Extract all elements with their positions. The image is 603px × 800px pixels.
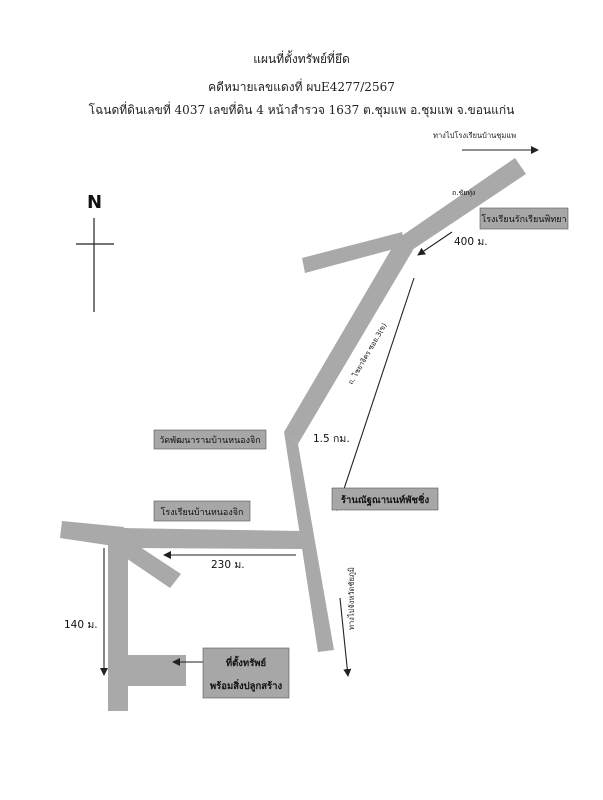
road-chai-thung-label: ถ.ชัยทุ่ง bbox=[452, 189, 475, 197]
road-main-south bbox=[284, 432, 334, 652]
distance-400-label: 400 ม. bbox=[454, 236, 488, 248]
direction-to-chaiyaphum-arrow bbox=[339, 597, 352, 677]
deed-details: โฉนดที่ดินเลขที่ 4037 เลขที่ดิน 4 หน้าสำ… bbox=[88, 103, 515, 117]
property-label-line2: พร้อมสิ่งปลูกสร้าง bbox=[210, 678, 283, 693]
landmark-shop-label: ร้านณัฐณานนท์พัชชิ่ง bbox=[341, 492, 430, 506]
case-number: คดีหมายเลขแดงที่ ผบE4277/2567 bbox=[208, 80, 395, 94]
road-branch-northwest bbox=[302, 232, 405, 273]
road-west-vertical bbox=[108, 528, 128, 711]
landmark-shop-box bbox=[331, 487, 439, 511]
landmark-school-nong-chik-box bbox=[153, 500, 251, 522]
direction-to-chaiyaphum-label: ทางไปจังหวัดชัยภูมิ bbox=[347, 567, 356, 630]
road-chai-chit-lane bbox=[284, 236, 413, 444]
distance-230-label: 230 ม. bbox=[211, 559, 245, 571]
road-network bbox=[60, 158, 526, 711]
north-compass: N bbox=[76, 192, 114, 312]
distance-1-5km-label: 1.5 กม. bbox=[313, 433, 350, 445]
road-west-horizontal bbox=[120, 528, 304, 549]
road-southwest-spur bbox=[117, 537, 181, 588]
road-chai-thung-upper bbox=[400, 158, 526, 250]
property-label-box bbox=[202, 647, 290, 699]
property-label-line1: ที่ตั้งทรัพย์ bbox=[226, 655, 266, 669]
distance-1-5km-arrow bbox=[335, 277, 415, 511]
landmark-wat-nong-chik-label: วัดพัฒนารามบ้านหนองจิก bbox=[159, 435, 261, 446]
landmark-school-rak-rian-label: โรงเรียนรักเรียนพิทยา bbox=[481, 214, 566, 225]
property-plot bbox=[128, 655, 186, 686]
north-label: N bbox=[87, 192, 102, 213]
landmark-school-rak-rian-box bbox=[479, 207, 569, 230]
direction-to-school-label: ทางไปโรงเรียนบ้านชุมแพ bbox=[433, 131, 516, 140]
landmark-school-nong-chik-label: โรงเรียนบ้านหนองจิก bbox=[161, 507, 244, 518]
map-title: แผนที่ตั้งทรัพย์ที่ยึด bbox=[253, 52, 350, 66]
landmark-wat-nong-chik-box bbox=[153, 429, 267, 450]
distance-400-arrow bbox=[417, 231, 453, 256]
distance-140-label: 140 ม. bbox=[64, 619, 98, 631]
